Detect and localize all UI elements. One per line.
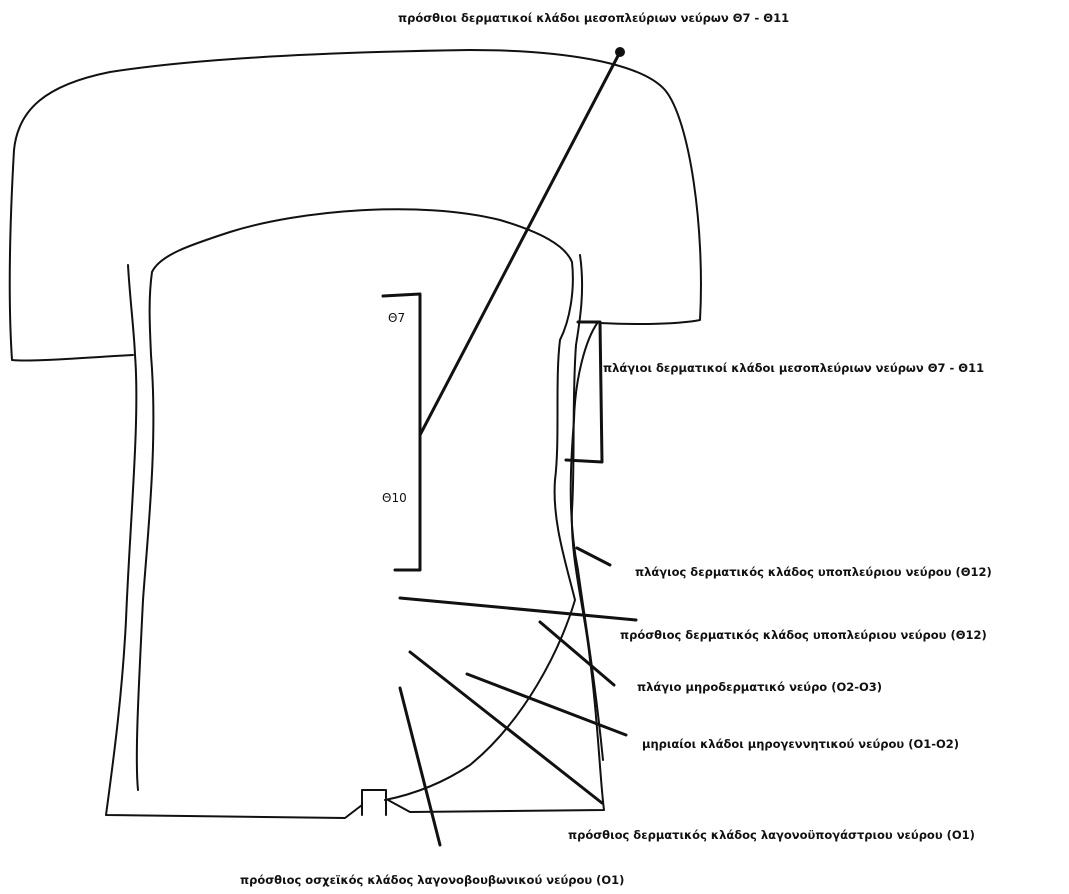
label-iliohypogastric: πρόσθιος δερματικός κλάδος λαγονοϋπογάστ… (568, 828, 975, 842)
left-flank-inner (137, 272, 154, 790)
crotch-notch (362, 790, 386, 815)
leader-lateral-femoral (540, 622, 614, 685)
leader-anterior-intercostal-tip (615, 47, 625, 57)
t7-marker: Θ7 (388, 311, 405, 325)
label-lateral-subcostal: πλάγιος δερματικός κλάδος υποπλεύριου νε… (635, 565, 992, 579)
label-lateral-intercostal: πλάγιοι δερματικοί κλάδοι μεσοπλεύριων ν… (603, 361, 984, 375)
lateral-intercostal-bracket (566, 322, 602, 462)
abdominal-wall (152, 209, 575, 800)
leader-anterior-intercostal (420, 52, 620, 435)
label-lateral-femoral-cutaneous: πλάγιο μηροδερματικό νεύρο (Ο2-Ο3) (637, 680, 882, 694)
leader-anterior-subcostal (400, 598, 636, 620)
t10-marker: Θ10 (382, 491, 407, 505)
leader-ilioinguinal (400, 688, 440, 845)
t7-t10-bracket (383, 294, 420, 570)
leader-genitofemoral (467, 674, 626, 735)
leader-lateral-subcostal (577, 548, 610, 565)
left-flank-outer (106, 265, 362, 818)
leader-iliohypogastric (410, 652, 602, 803)
label-anterior-subcostal: πρόσθιος δερματικός κλάδος υποπλεύριου ν… (620, 628, 987, 642)
right-flank-inner (571, 322, 603, 760)
label-ilioinguinal: πρόσθιος οσχεϊκός κλάδος λαγονοβουβωνικο… (240, 873, 624, 887)
label-genitofemoral: μηριαίοι κλάδοι μηρογεννητικού νεύρου (Ο… (642, 737, 959, 751)
label-anterior-intercostal: πρόσθιοι δερματικοί κλάδοι μεσοπλεύριων … (398, 11, 789, 25)
